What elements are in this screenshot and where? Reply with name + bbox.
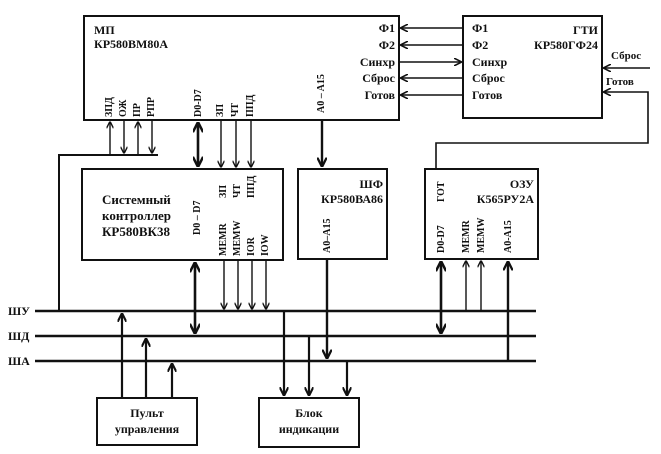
ram-box (424, 168, 539, 260)
display-box (258, 397, 360, 448)
buffer-pin-addr: A0–A15 (322, 218, 333, 253)
mp-pin-phi2: Ф2 (378, 38, 395, 52)
mp-pin-wr: ЗП (215, 103, 226, 117)
controller-title-2: контроллер (102, 208, 171, 223)
gti-name: ГТИ (573, 23, 598, 37)
gti-box (462, 15, 603, 119)
gti-pin-sync: Синхр (472, 55, 508, 69)
ram-name: ОЗУ (509, 177, 534, 191)
controller-pin-data: D0 – D7 (192, 200, 203, 235)
mp-chip: КР580ВМ80А (94, 37, 169, 51)
ram-pin-data: D0-D7 (436, 225, 447, 253)
controller-pin-wr: ЗП (218, 184, 229, 198)
controller-pin-memr: MEMR (218, 223, 229, 256)
buffer-box (297, 168, 388, 260)
ram-pin-addr: A0-A15 (503, 220, 514, 253)
gti-ext-reset-label: Сброс (611, 50, 642, 62)
controller-pin-memw: MEMW (232, 220, 243, 256)
mp-pin-phi1: Ф1 (378, 21, 395, 35)
mp-pin-ozh: ОЖ (118, 99, 129, 117)
mp-box (83, 15, 400, 121)
ram-chip: К565РУ2А (476, 192, 534, 206)
mp-pin-sync: Синхр (359, 55, 395, 69)
controller-pin-hlda: ППД (246, 175, 257, 198)
gti-pin-phi1: Ф1 (472, 21, 489, 35)
bus-control-label: ШУ (8, 304, 30, 318)
console-label-2: управления (114, 422, 180, 436)
gti-chip: КР580ГФ24 (534, 38, 598, 52)
controller-box (81, 168, 284, 261)
mp-pin-hlda: ППД (245, 94, 256, 117)
controller-pin-iow: IOW (260, 234, 271, 256)
gti-pin-phi2: Ф2 (472, 38, 489, 52)
ram-pin-memr: MEMR (461, 220, 472, 253)
gti-ext-ready-label: Готов (606, 76, 634, 88)
controller-title-1: Системный (102, 192, 171, 207)
controller-title-3: КР580ВК38 (102, 224, 170, 239)
mp-pin-pr: ПР (132, 103, 143, 117)
controller-pin-ior: IOR (246, 237, 257, 256)
display-label-1: Блок (295, 406, 323, 420)
mp-pin-reset: Сброс (362, 71, 395, 85)
mp-name: МП (94, 23, 115, 37)
mp-pin-rd: ЧТ (230, 102, 241, 117)
mp-ctrl-link (58, 154, 158, 311)
bus-data-label: ШД (8, 329, 30, 343)
buffer-chip: КР580ВА86 (321, 192, 383, 206)
mp-pin-rpr: РПР (146, 97, 157, 117)
mp-pin-data: D0-D7 (193, 89, 204, 117)
ram-pin-ready: ГОТ (436, 181, 447, 202)
ext-ready-loop (435, 92, 649, 169)
mp-pin-addr: A0 – A15 (316, 74, 327, 113)
gti-pin-ready: Готов (472, 88, 503, 102)
bus-address-label: ША (8, 354, 30, 368)
mp-pin-ready: Готов (364, 88, 395, 102)
mp-pin-zpd: ЗПД (104, 97, 115, 117)
display-label-2: индикации (278, 422, 340, 436)
controller-pin-rd: ЧТ (232, 183, 243, 198)
ram-pin-memw: MEMW (476, 217, 487, 253)
console-label-1: Пульт (130, 406, 164, 420)
buffer-name: ШФ (359, 177, 383, 191)
gti-pin-reset: Сброс (472, 71, 505, 85)
